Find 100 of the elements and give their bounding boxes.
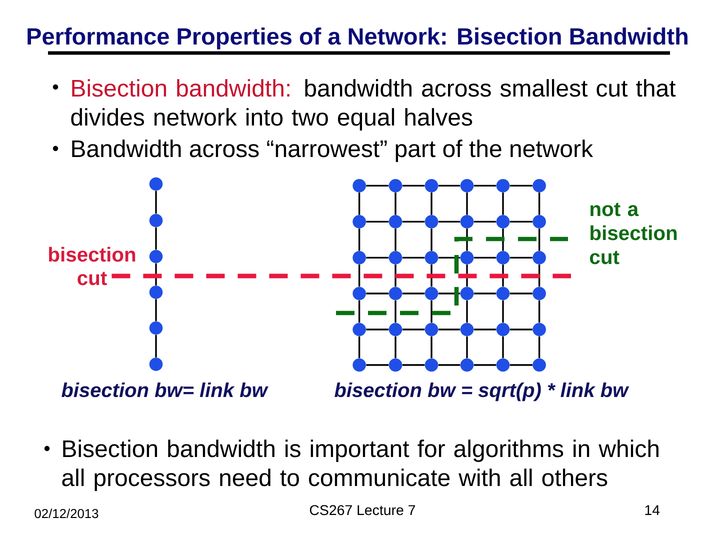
- link-line: [155, 299, 157, 322]
- node-dot: [424, 322, 438, 336]
- link-line: [366, 184, 389, 187]
- node-dot: [460, 215, 474, 228]
- bullet-text: Bisection bandwidth: bandwidth across smallest cut that divides network into two equal halves: [71, 79, 676, 130]
- node-dot: [388, 179, 402, 192]
- link-line: [510, 364, 532, 366]
- link-line: [155, 190, 157, 214]
- node-dot: [496, 322, 510, 336]
- node-dot: [352, 286, 366, 300]
- link-line: [358, 192, 360, 215]
- link-line: [366, 364, 389, 366]
- node-dot: [460, 358, 474, 372]
- link-line: [538, 192, 540, 215]
- node-dot: [424, 358, 438, 372]
- link-line: [155, 227, 157, 250]
- node-dot: [460, 251, 474, 264]
- link-line: [438, 292, 460, 294]
- link-line: [538, 300, 540, 323]
- cut-label: not a bisection cut: [590, 202, 677, 264]
- link-line: [402, 364, 425, 366]
- node-dot: [149, 286, 163, 299]
- caption: bisection bw= link bw: [62, 382, 268, 398]
- node-dot: [424, 215, 438, 228]
- link-line: [466, 336, 468, 358]
- link-line: [430, 300, 432, 323]
- link-line: [474, 184, 496, 187]
- node-dot: [352, 215, 366, 228]
- node-dot: [460, 322, 474, 336]
- link-line: [502, 228, 504, 251]
- link-line: [438, 328, 460, 330]
- link-line: [366, 256, 389, 259]
- node-dot: [149, 214, 163, 228]
- caption: bisection bw = sqrt(p) * link bw: [334, 382, 630, 402]
- link-line: [538, 336, 540, 358]
- node-dot: [532, 286, 546, 300]
- node-dot: [496, 358, 510, 372]
- link-line: [438, 364, 460, 366]
- link-line: [402, 256, 425, 259]
- node-dot: [388, 322, 402, 336]
- node-dot: [149, 250, 163, 264]
- node-dot: [460, 286, 474, 300]
- node-dot: [496, 215, 510, 228]
- link-line: [502, 264, 504, 287]
- link-line: [394, 228, 396, 251]
- link-line: [538, 264, 540, 287]
- bullet-text: Bandwidth across “narrowest” part of the network: [72, 140, 594, 162]
- node-dot: [532, 251, 546, 264]
- node-dot: [352, 322, 366, 336]
- node-dot: [149, 358, 163, 371]
- node-dot: [532, 179, 546, 192]
- link-line: [438, 220, 460, 223]
- link-line: [466, 228, 468, 251]
- link-line: [474, 256, 496, 259]
- node-dot: [460, 179, 474, 192]
- node-dot: [496, 179, 510, 192]
- title: Performance Properties of a Network: Bisection Bandwidth: [28, 27, 688, 50]
- link-line: [510, 184, 532, 187]
- link-line: [394, 192, 396, 215]
- node-dot: [388, 215, 402, 228]
- node-dot: [388, 251, 402, 264]
- link-line: [466, 300, 468, 323]
- link-line: [510, 292, 532, 294]
- page-number: 14: [645, 505, 660, 515]
- link-line: [510, 220, 532, 223]
- node-dot: [352, 251, 366, 264]
- footer-text: CS267 Lecture 7: [310, 505, 416, 516]
- node-dot: [532, 358, 546, 372]
- node-dot: [424, 251, 438, 264]
- link-line: [394, 264, 396, 287]
- link-line: [366, 220, 389, 223]
- bullet-text: Bisection bandwidth is important for algorithms in which all processors need to communicate with all others: [62, 440, 658, 491]
- node-dot: [352, 358, 366, 372]
- node-dot: [496, 251, 510, 264]
- link-line: [438, 184, 460, 187]
- node-dot: [424, 286, 438, 300]
- link-line: [466, 192, 468, 215]
- node-dot: [532, 322, 546, 336]
- node-dot: [388, 286, 402, 300]
- link-line: [155, 334, 157, 358]
- footer-date: 02/12/2013: [34, 508, 98, 518]
- link-line: [538, 228, 540, 251]
- link-line: [358, 300, 360, 323]
- link-line: [474, 292, 496, 294]
- link-line: [510, 328, 532, 330]
- link-line: [358, 336, 360, 358]
- cut-label: bisection cut: [49, 246, 136, 286]
- link-line: [394, 336, 396, 358]
- link-line: [502, 336, 504, 358]
- link-line: [358, 264, 360, 287]
- node-dot: [496, 286, 510, 300]
- link-line: [474, 328, 496, 330]
- link-line: [474, 220, 496, 223]
- node-dot: [352, 179, 366, 192]
- node-dot: [388, 358, 402, 372]
- link-line: [402, 292, 425, 294]
- link-line: [394, 300, 396, 323]
- link-line: [430, 192, 432, 215]
- link-line: [466, 264, 468, 287]
- link-line: [402, 220, 425, 223]
